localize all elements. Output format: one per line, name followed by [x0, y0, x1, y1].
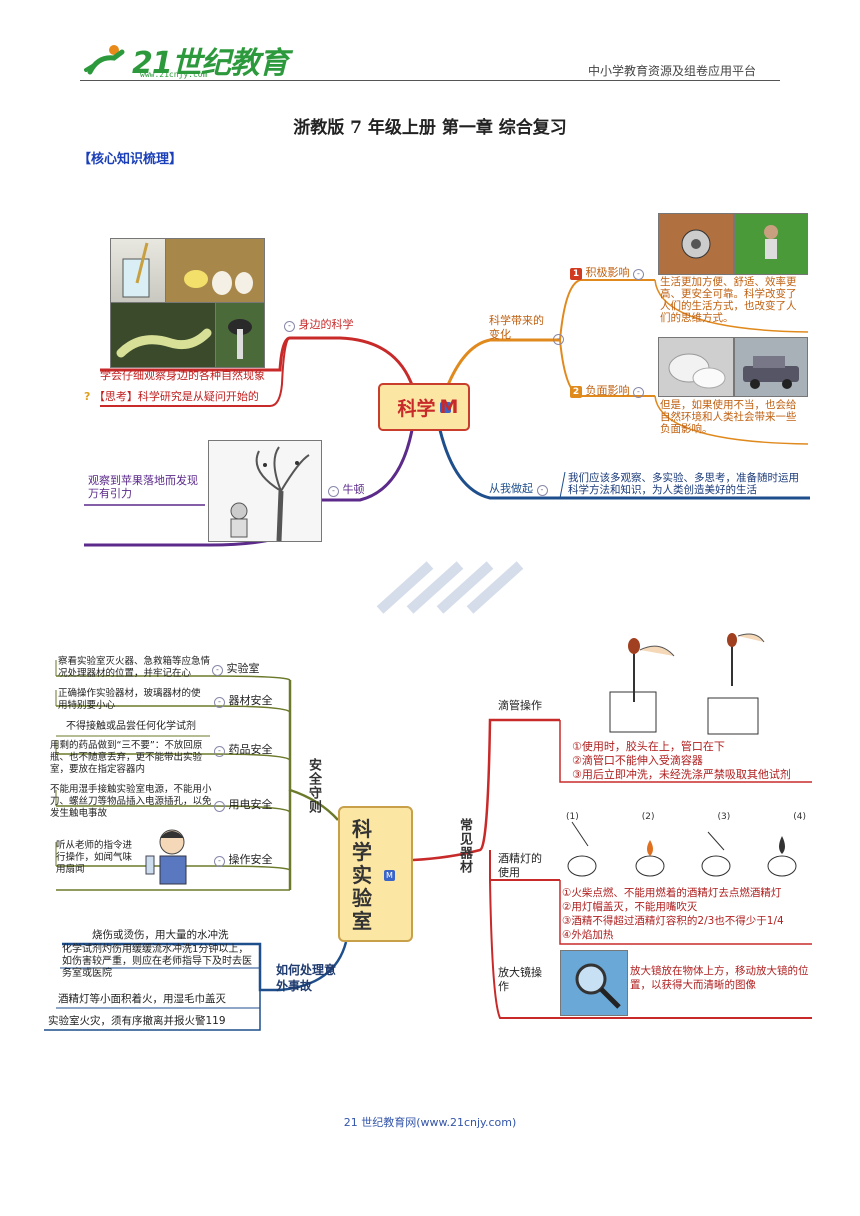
dropper-line-2: ②滴管口不能伸入受滴容器 [572, 754, 703, 767]
branch-label-positive[interactable]: 1 积极影响 - [570, 264, 644, 280]
collapse-icon[interactable]: - [633, 387, 644, 398]
branch-label-changes[interactable]: 科学带来的变化 [489, 314, 544, 341]
branch-label-science-around[interactable]: - 身边的科学 [284, 316, 354, 332]
branch-label-safety[interactable]: 安全守则 [306, 758, 321, 814]
photo-beaker [110, 238, 166, 304]
branch-label-equipment[interactable]: 常见器材 [457, 818, 472, 874]
page-title: 浙教版 7 年级上册 第一章 综合复习 [293, 118, 567, 138]
footer: 21 世纪教育网(www.21cnjy.com) [343, 1116, 517, 1129]
dropper-instructions: ①使用时，胶头在上，管口在下 ②滴管口不能伸入受滴容器 ③用后立即冲洗，未经洗涤… [572, 740, 791, 782]
lamp-step-2: (2) [641, 812, 655, 822]
equipment-lamp-label[interactable]: 酒精灯的使用 [498, 852, 542, 879]
lamp-step-labels: (1) (2) (3) (4) [566, 812, 806, 822]
photo-caterpillar [110, 302, 216, 368]
dropper-line-1: ①使用时，胶头在上，管口在下 [572, 740, 725, 753]
collapse-icon[interactable]: - [328, 486, 339, 497]
accident-item-lab-fire: 实验室火灾，须有序撤离并报火警119 [48, 1015, 226, 1027]
photo-chicks [165, 238, 265, 304]
lamp-step-4: (4) [793, 812, 806, 822]
accident-item-alcohol-fire: 酒精灯等小面积着火，用湿毛巾盖灭 [58, 993, 226, 1005]
collapse-icon[interactable]: - [553, 326, 564, 345]
lamp-line-2: ②用灯帽盖灭，不能用嘴吹灭 [562, 901, 698, 913]
caption-think: ? 【思考】科学研究是从疑问开始的 [84, 390, 259, 403]
branch-label-negative[interactable]: 2 负面影响 - [570, 382, 644, 398]
photo-mushroom [215, 302, 265, 368]
lamp-line-3: ③酒精不得超过酒精灯容积的2/3也不得少于1/4 [562, 915, 784, 927]
safety-chemical-label[interactable]: - 药品安全 [214, 741, 273, 757]
collapse-icon[interactable]: - [212, 665, 223, 676]
mindmap1-center-node[interactable]: 科学 M [378, 383, 470, 431]
watermark [370, 555, 550, 615]
photo-student-smelling [136, 826, 200, 888]
safety-chemical-text1: 不得接触或品尝任何化学试剂 [66, 721, 196, 732]
safety-operation-label[interactable]: - 操作安全 [214, 851, 273, 867]
caption-newton: 观察到苹果落地而发现万有引力 [88, 474, 198, 500]
collapse-icon[interactable]: - [536, 485, 548, 496]
lamp-steps-illustration [560, 792, 812, 884]
branch-label-accident[interactable]: 如何处理意外事故 [276, 963, 337, 993]
dropper-line-3: ③用后立即冲洗，未经洗涤严禁吸取其他试剂 [572, 768, 791, 781]
mindmap2-center-node[interactable]: 科学实验室 M [338, 806, 413, 942]
equipment-magnifier-label[interactable]: 放大镜操作 [498, 966, 542, 993]
safety-operation-text: 听从老师的指令进行操作，如闻气味用扇闻 [56, 840, 133, 875]
safety-electric-text: 不能用湿手接触实验室电源，不能用小刀、螺丝刀等物品插入电源插孔，以免发生触电事故 [50, 784, 212, 819]
logo-url: www.21cnjy.com [140, 70, 208, 79]
equipment-dropper-label[interactable]: 滴管操作 [498, 699, 542, 712]
photo-magnifier [560, 950, 628, 1016]
header-divider [80, 80, 780, 81]
safety-equipment-text: 正确操作实验器材，玻璃器材的使用特别要小心 [58, 688, 201, 711]
safety-lab-text: 察看实验室灭火器、急救箱等应急情况处理器材的位置，并牢记在心 [58, 656, 211, 679]
safety-electric-label[interactable]: - 用电安全 [214, 796, 273, 812]
collapse-icon[interactable]: - [214, 697, 225, 708]
lamp-line-4: ④外焰加热 [562, 929, 614, 941]
platform-label: 中小学教育资源及组卷应用平台 [588, 64, 757, 78]
collapse-icon[interactable]: - [633, 269, 644, 280]
lamp-line-1: ①火柴点燃、不能用燃着的酒精灯去点燃酒精灯 [562, 887, 782, 899]
photo-negative-trash [658, 337, 734, 397]
center-label: 科学 [397, 397, 436, 420]
dropper-illustration [600, 626, 770, 738]
magnifier-text: 放大镜放在物体上方，移动放大镜的位置，以获得大而清晰的图像 [630, 965, 809, 991]
lamp-step-3: (3) [717, 812, 731, 822]
collapse-icon[interactable]: - [284, 321, 295, 332]
logo-text: 21世纪教育 [132, 46, 289, 81]
collapse-icon[interactable]: - [214, 746, 225, 757]
lamp-instructions: ①火柴点燃、不能用燃着的酒精灯去点燃酒精灯 ②用灯帽盖灭，不能用嘴吹灭 ③酒精不… [562, 886, 812, 942]
text-start-with-me: 我们应该多观察、多实验、多思考，准备随时运用科学方法和知识，为人类创造美好的生活 [568, 472, 799, 496]
collapse-icon[interactable]: - [214, 856, 225, 867]
accident-item-burn: 烧伤或烫伤，用大量的水冲洗 [92, 929, 229, 941]
safety-chemical-text2: 用剩的药品做到“三不要”：不放回原瓶、也不随意丢弃，更不能带出实验室，要放在指定… [50, 740, 203, 775]
center-label: 科学实验室 [352, 817, 372, 933]
mindmap-badge: M [384, 870, 395, 881]
photo-positive-rice [734, 213, 808, 275]
caption-observe: 学会仔细观察身边的各种自然现象 [100, 369, 265, 382]
collapse-icon[interactable]: - [214, 801, 225, 812]
text-negative: 但是，如果使用不当，也会给自然环境和人类社会带来一些负面影响。 [660, 399, 797, 435]
safety-equipment-label[interactable]: - 器材安全 [214, 692, 273, 708]
safety-lab-label[interactable]: - 实验室 [212, 660, 260, 676]
logo-icon [84, 42, 130, 76]
photo-negative-car [734, 337, 808, 397]
branch-label-start-with-me[interactable]: 从我做起 - [489, 480, 548, 496]
branch-label-newton[interactable]: - 牛顿 [328, 481, 365, 497]
accident-item-chemical: 化学试剂灼伤用缓缓流水冲洗1分钟以上，如伤害较严重，则应在老师指导下及时去医务室… [62, 944, 252, 979]
photo-newton-tree [208, 440, 322, 542]
question-icon: ? [84, 390, 91, 403]
lamp-step-1: (1) [566, 812, 579, 822]
section-label: 【核心知识梳理】 [78, 152, 183, 167]
photo-positive-device [658, 213, 734, 275]
text-positive: 生活更加方便、舒适、效率更高、更安全可靠。科学改变了人们的生活方式，也改变了人们… [660, 276, 797, 324]
